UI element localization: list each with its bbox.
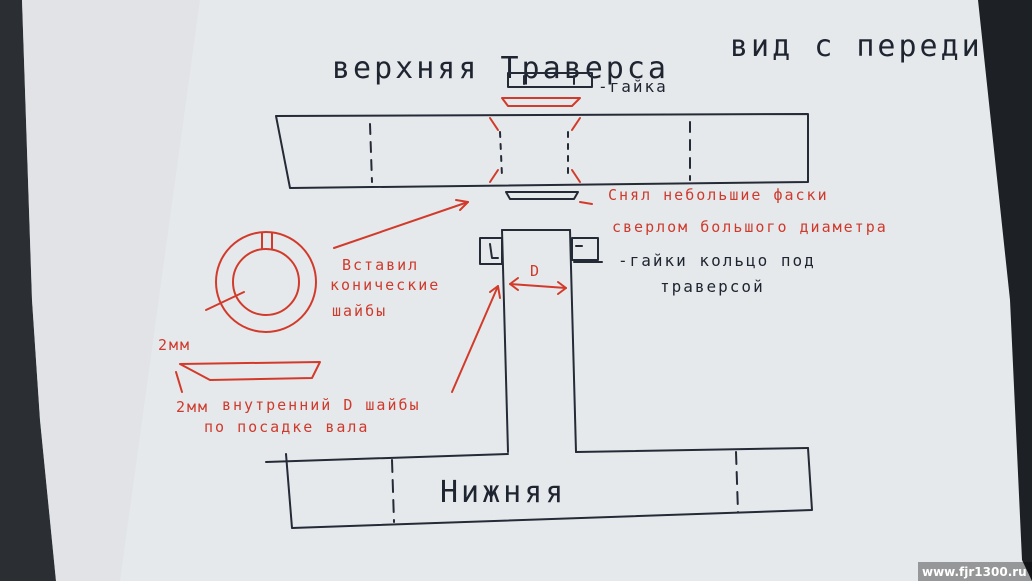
note-insert-1: Вставил bbox=[342, 256, 419, 274]
dim-2mm-left: 2мм bbox=[176, 398, 209, 416]
ring-nut-left bbox=[479, 237, 503, 265]
title-view: вид с переди bbox=[730, 29, 983, 64]
arrow-washer bbox=[205, 291, 245, 311]
fork-tube bbox=[501, 229, 577, 453]
cone-washer-side bbox=[175, 361, 321, 393]
note-insert-2: конические bbox=[330, 276, 440, 294]
note-inner-2: по посадке вала bbox=[204, 418, 369, 436]
label-lower: Нижняя bbox=[440, 475, 566, 510]
upper-traverse bbox=[275, 113, 809, 189]
arrowhead-inner bbox=[489, 285, 501, 299]
lower-washer bbox=[505, 191, 593, 205]
arrowhead-insert bbox=[455, 199, 469, 211]
note-insert-3: шайбы bbox=[332, 302, 387, 320]
title-upper: верхняя Траверса bbox=[332, 51, 669, 86]
watermark: www.fjr1300.ru bbox=[922, 565, 1027, 579]
note-inner-1: внутренний D шайбы bbox=[222, 396, 421, 414]
paper-shade bbox=[22, 0, 200, 581]
arrow-inner-to-tube bbox=[451, 285, 499, 393]
lower-traverse bbox=[265, 447, 813, 529]
arrow-insert-to-traverse bbox=[333, 201, 469, 249]
washer-top-view bbox=[215, 231, 317, 333]
ring-nut-right bbox=[571, 237, 603, 263]
watermark-bg bbox=[918, 562, 1032, 581]
d-dimension bbox=[509, 277, 567, 295]
dim-2mm-top: 2мм bbox=[158, 336, 191, 354]
note-remove-2: сверлом большого диаметра bbox=[612, 218, 888, 236]
note-remove-1: Снял небольшие фаски bbox=[608, 186, 829, 204]
top-nut bbox=[501, 72, 593, 107]
label-d: D bbox=[530, 262, 541, 280]
label-nut-top: -гайка bbox=[598, 77, 668, 96]
note-nuts-1: -гайки кольцо под bbox=[618, 251, 816, 270]
paper-sheet bbox=[22, 0, 1032, 581]
note-nuts-2: траверсой bbox=[660, 277, 765, 296]
